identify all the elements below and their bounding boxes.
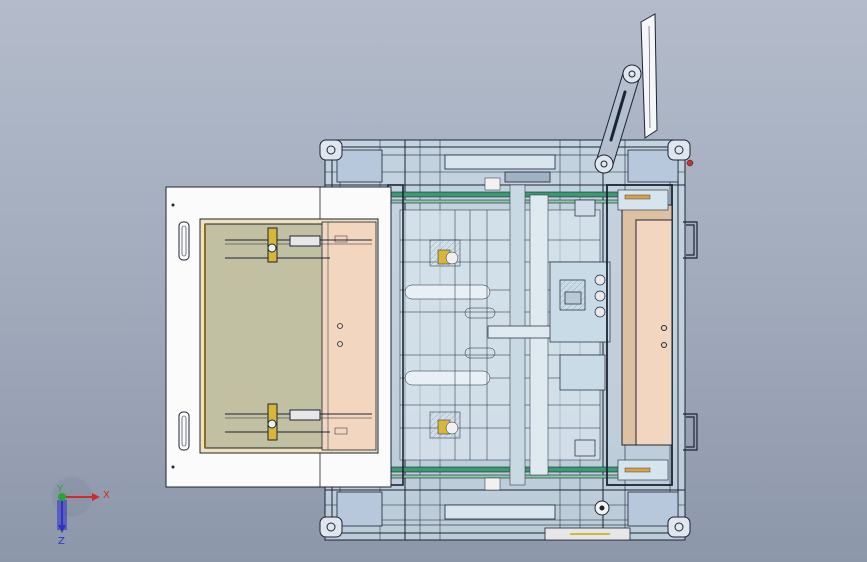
end-plate-top	[336, 149, 679, 183]
gripper-rods	[225, 227, 372, 441]
left-copper-panel[interactable]	[321, 221, 377, 451]
upright-panel[interactable]	[640, 13, 658, 139]
center-beam	[487, 199, 611, 457]
end-plate-bottom	[336, 491, 679, 541]
z-axis-label: Z	[58, 536, 65, 547]
x-axis-label: X	[103, 490, 110, 501]
caster-wheels	[319, 139, 694, 538]
y-axis-label: Y	[56, 484, 64, 495]
axis-triad: X Y Z	[52, 477, 110, 547]
pivot-arm[interactable]	[594, 64, 642, 174]
side-handles[interactable]	[683, 221, 698, 451]
right-copper-panel[interactable]	[606, 184, 673, 486]
